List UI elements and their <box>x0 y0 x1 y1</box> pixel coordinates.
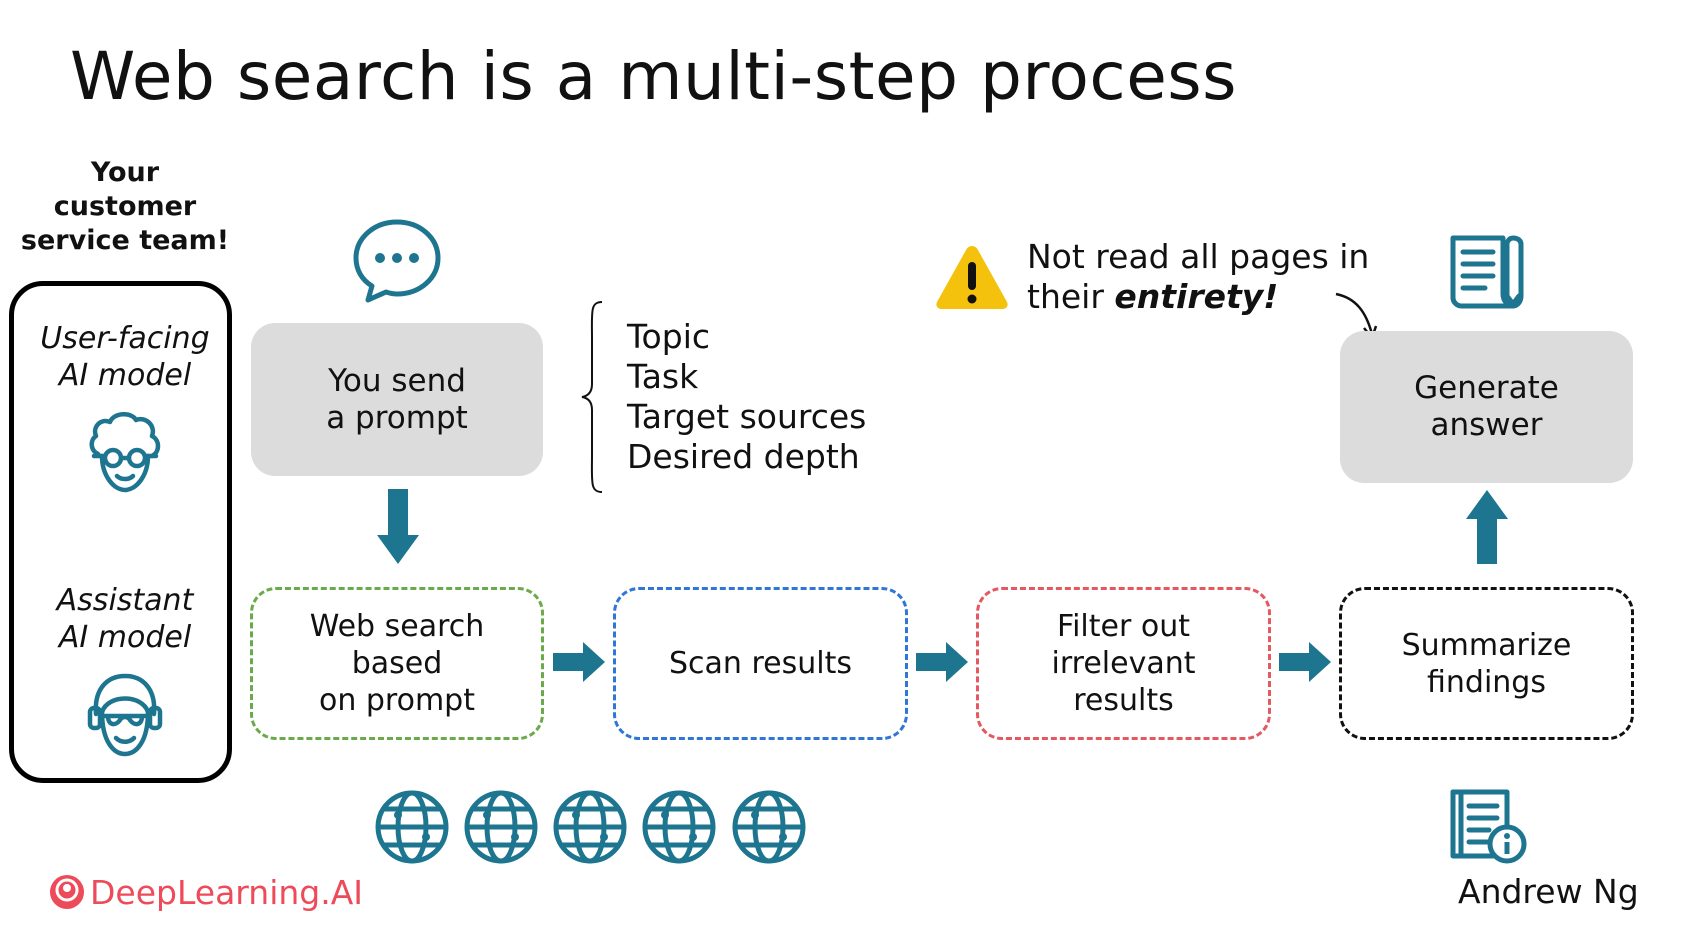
scan-results-box: Scan results <box>613 587 908 740</box>
arrow-right-icon <box>1279 642 1331 682</box>
user-icon <box>89 412 161 493</box>
filter-results-box: Filter out irrelevant results <box>976 587 1271 740</box>
list-item: Desired depth <box>627 437 860 476</box>
brace-icon <box>581 301 603 493</box>
slide-title: Web search is a multi-step process <box>70 38 1238 115</box>
team-label: Your customer service team! <box>20 157 230 256</box>
deeplearning-logo-icon <box>50 875 84 909</box>
assistant-model-label: Assistant AI model <box>56 583 194 655</box>
arrow-right-icon <box>553 642 605 682</box>
summarize-box: Summarize findings <box>1339 587 1634 740</box>
info-book-icon <box>1450 789 1527 864</box>
brand-name: DeepLearning.AI <box>90 873 364 912</box>
arrow-up-icon <box>1466 490 1508 564</box>
list-item: Target sources <box>627 397 867 436</box>
warning-prefix: their <box>1027 277 1115 316</box>
arrow-down-icon <box>377 489 419 564</box>
warning-icon <box>936 246 1008 309</box>
prompt-components-list: Topic Task Target sources Desired depth <box>627 317 866 477</box>
web-search-box: Web search based on prompt <box>250 587 544 740</box>
globe-icon <box>375 790 449 864</box>
warning-note: Not read all pages in their entirety! <box>1027 237 1369 317</box>
arrow-right-icon <box>916 642 968 682</box>
author-name: Andrew Ng <box>1458 872 1639 911</box>
send-prompt-box: You send a prompt <box>251 323 543 476</box>
list-item: Task <box>627 357 699 396</box>
document-pen-icon <box>1450 235 1524 309</box>
warning-line-2: their entirety! <box>1027 277 1369 317</box>
globe-icon <box>642 790 716 864</box>
globe-icon <box>732 790 806 864</box>
generate-answer-box: Generate answer <box>1340 331 1633 483</box>
team-box <box>9 281 232 783</box>
user-facing-model-label: User-facing AI model <box>40 321 210 393</box>
headset-user-icon <box>87 673 163 757</box>
warning-emphasis: entirety! <box>1114 277 1279 316</box>
warning-line-1: Not read all pages in <box>1027 237 1370 276</box>
globe-icon <box>464 790 538 864</box>
chat-bubble-icon <box>353 219 441 303</box>
list-item: Topic <box>627 317 710 356</box>
globe-icon <box>553 790 627 864</box>
